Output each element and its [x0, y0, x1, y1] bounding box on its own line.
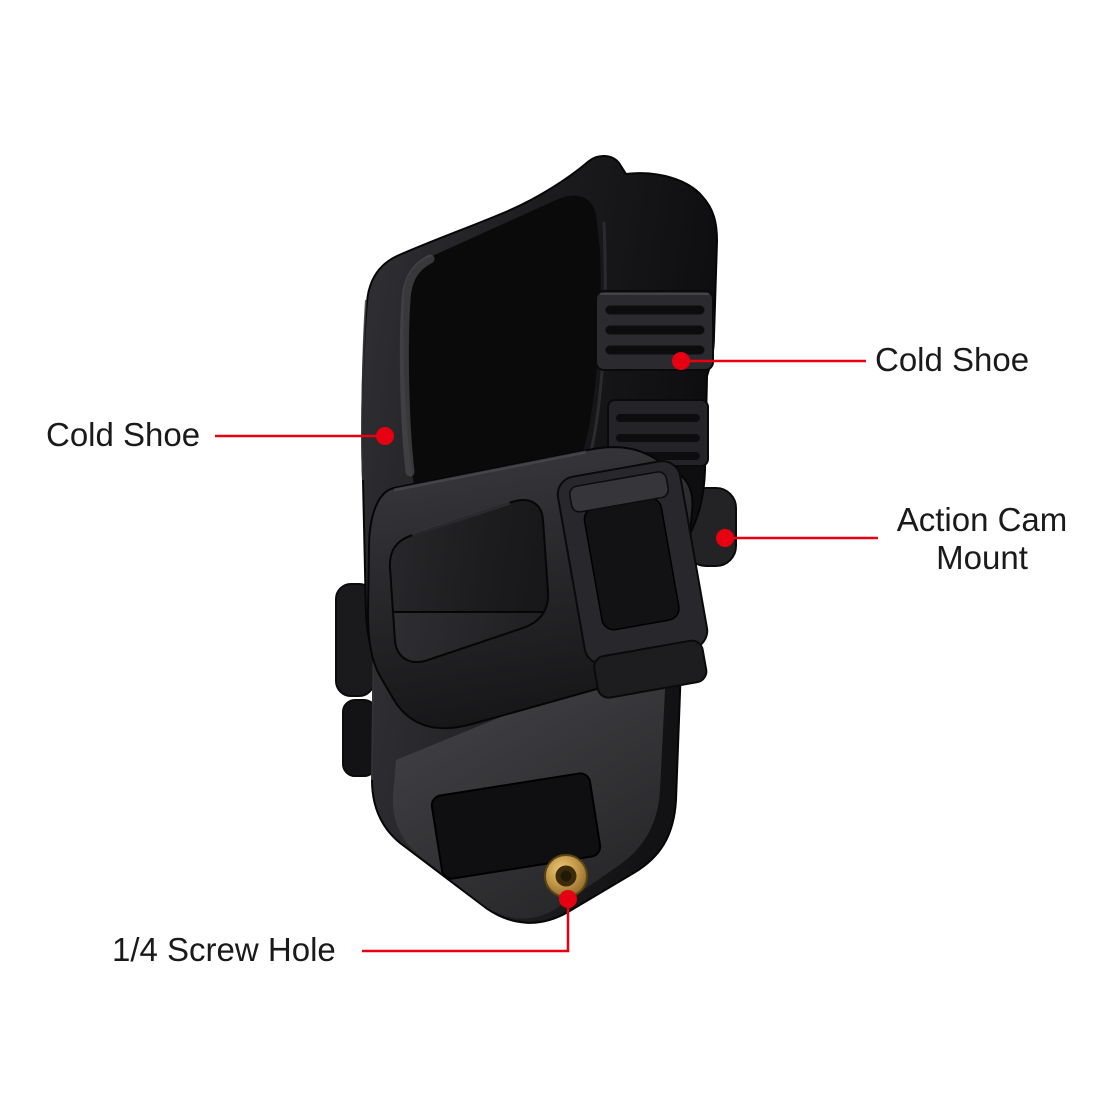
- leader-line-screw-hole: [362, 906, 570, 953]
- label-action-cam-mount-line2: Mount: [936, 539, 1028, 576]
- callout-dot-cold-shoe-left: [376, 427, 394, 445]
- callout-dot-screw-hole: [559, 890, 577, 908]
- label-cold-shoe-left: Cold Shoe: [46, 416, 201, 453]
- label-action-cam-mount: Action Cam Mount: [878, 501, 1086, 577]
- cold-shoe-top: [595, 290, 714, 371]
- callout-dot-action-cam-mount: [716, 529, 734, 547]
- quarter-inch-screw-insert: [544, 854, 588, 898]
- action-cam-mount-buckle: [556, 460, 709, 699]
- label-cold-shoe-right: Cold Shoe: [875, 341, 1030, 378]
- label-action-cam-mount-line1: Action Cam: [896, 501, 1068, 538]
- callout-dots: [376, 352, 734, 908]
- camera-cavity: [403, 195, 601, 517]
- base-recess: [430, 772, 602, 880]
- callout-leaders: [215, 359, 878, 953]
- callout-dot-cold-shoe-right: [672, 352, 690, 370]
- label-screw-hole: 1/4 Screw Hole: [112, 931, 336, 968]
